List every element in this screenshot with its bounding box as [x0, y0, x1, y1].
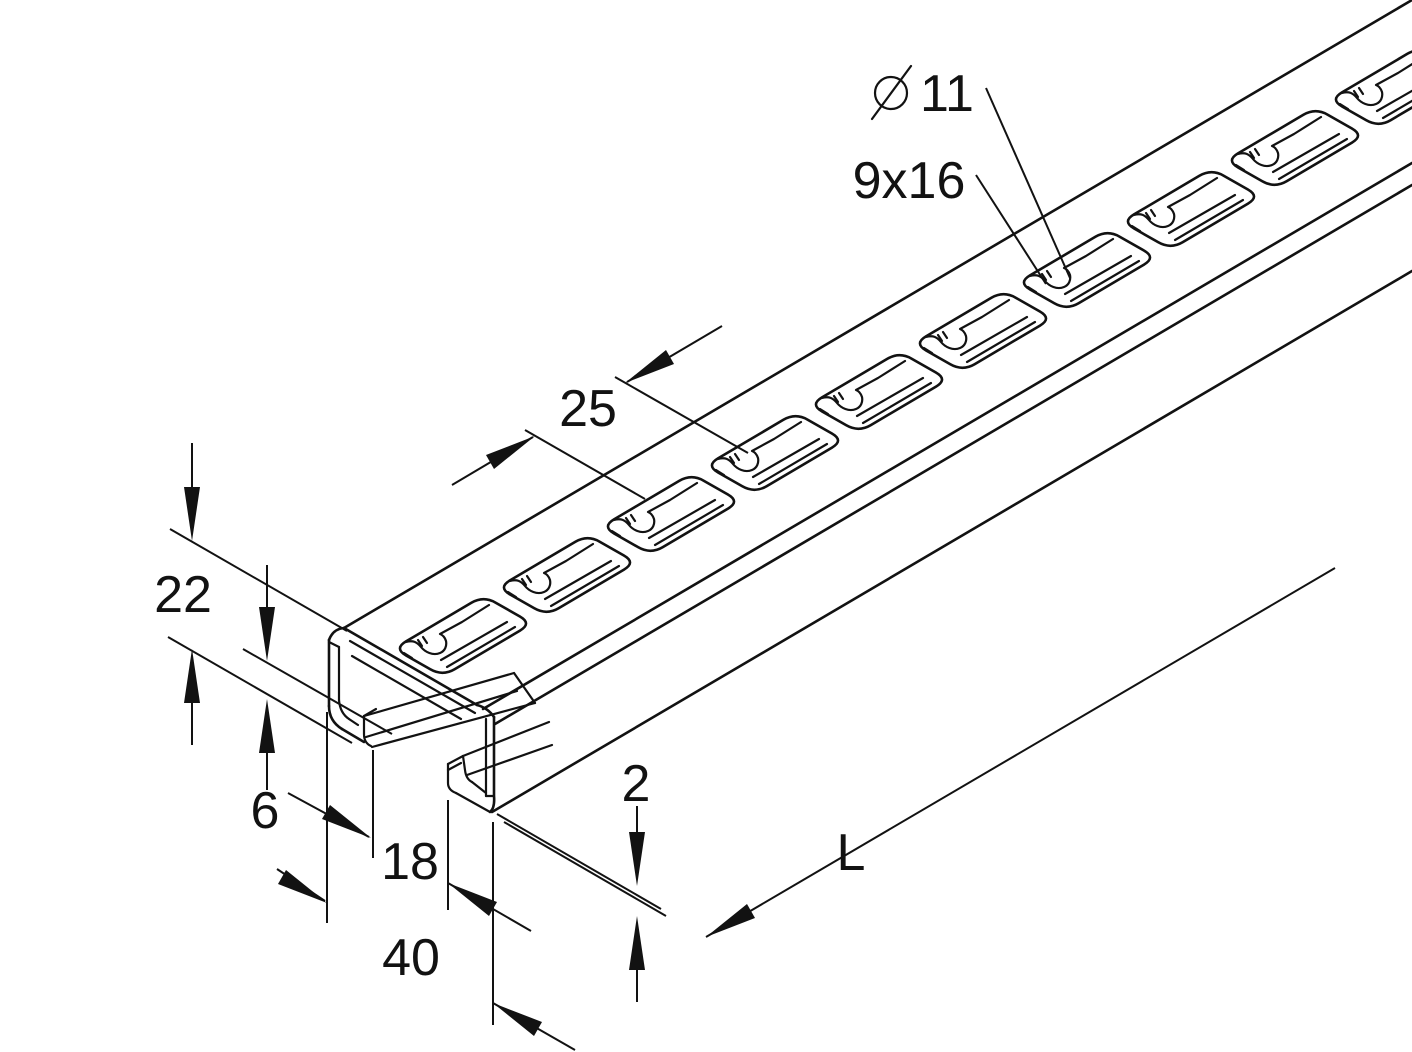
diameter-leader-line: [985, 87, 1071, 279]
label-diameter-11: 11: [870, 64, 1071, 279]
slot-hole: [1334, 48, 1412, 126]
dim-width-40: 40: [276, 712, 576, 1051]
label-slot-size: 9x16: [853, 152, 1047, 285]
dim-height-label: 22: [154, 566, 212, 624]
diameter-value-label: 11: [920, 65, 974, 123]
back-lip: [340, 671, 537, 749]
dim-spacing-label: 25: [559, 380, 617, 438]
dim-lip-label: 6: [251, 782, 280, 840]
slot-size-leader-line: [975, 174, 1047, 285]
slot-hole: [502, 536, 632, 614]
dim-length-L: L: [705, 567, 1336, 938]
slot-hole: [710, 414, 840, 492]
dim-spacing-25: 25: [451, 325, 749, 500]
slot-hole: [1022, 231, 1152, 309]
dim-lip-6: 6: [242, 565, 393, 840]
front-lip: [446, 720, 554, 814]
slot-hole: [918, 292, 1048, 370]
slot-hole: [814, 353, 944, 431]
dim-thickness-label: 2: [622, 755, 651, 813]
dim-opening-18: 18: [287, 750, 532, 932]
dim-thickness-2: 2: [496, 755, 667, 1002]
slot-hole: [398, 597, 528, 675]
dim-width-label: 40: [382, 929, 440, 987]
slot-hole: [1230, 109, 1360, 187]
dim-height-22: 22: [154, 443, 353, 745]
dim-length-label: L: [837, 824, 866, 882]
diameter-symbol-icon: [873, 75, 909, 111]
rail-edge-lines: [342, 0, 1412, 814]
end-cross-section: [327, 626, 496, 814]
slot-size-label: 9x16: [853, 152, 966, 210]
dim-opening-label: 18: [381, 833, 439, 891]
diameter-symbol-slash: [870, 64, 913, 121]
slot-hole: [1126, 170, 1256, 248]
